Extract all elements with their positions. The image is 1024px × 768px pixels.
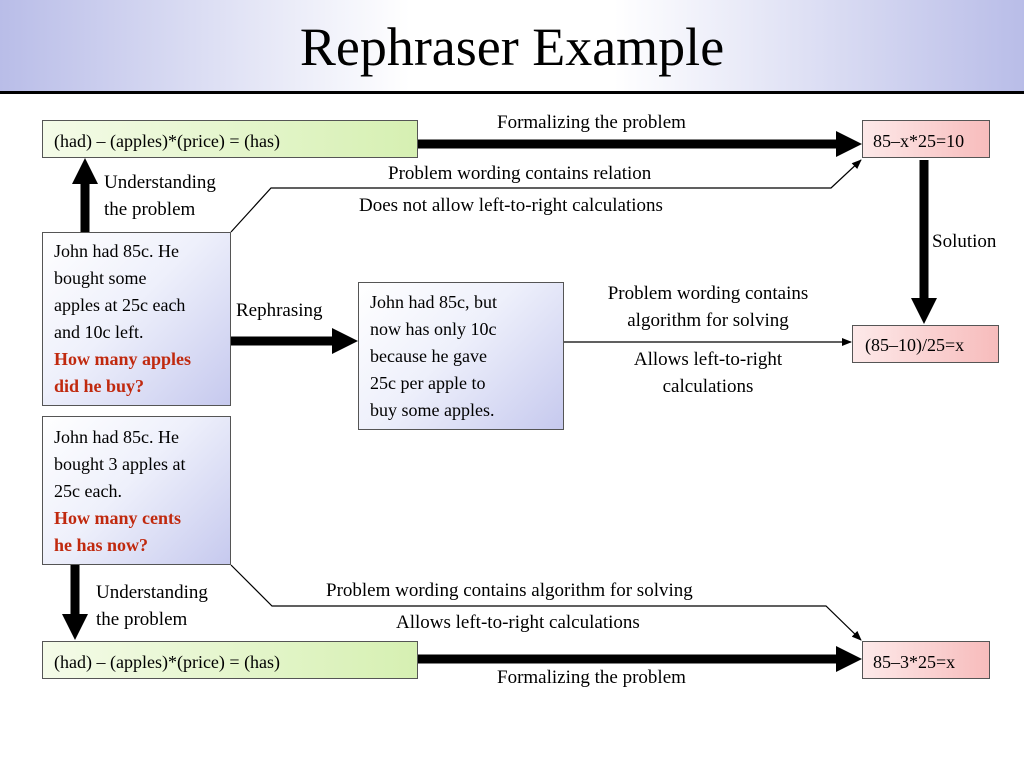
problem-1-question: did he buy? <box>54 376 145 396</box>
problem-box-1: John had 85c. He bought some apples at 2… <box>42 232 231 406</box>
label-contains-algorithm-line: algorithm for solving <box>627 310 789 331</box>
arrow-understanding-top <box>72 158 98 232</box>
problem-1-line: and 10c left. <box>54 322 144 342</box>
solution-equation-text: (85–10)/25=x <box>865 335 965 355</box>
problem-1-line: John had 85c. He <box>54 241 179 261</box>
problem-2-line: 25c each. <box>54 481 122 501</box>
arrow-formalizing-bottom <box>418 646 862 672</box>
label-solution: Solution <box>932 231 997 252</box>
rephrased-line: because he gave <box>370 346 487 366</box>
rephrased-box: John had 85c, but now has only 10c becau… <box>358 282 564 430</box>
formula-text-top: (had) – (apples)*(price) = (has) <box>54 131 281 151</box>
formula-box-bottom: (had) – (apples)*(price) = (has) <box>42 641 418 679</box>
problem-1-line: apples at 25c each <box>54 295 186 315</box>
label-understanding-top-line: Understanding <box>104 172 216 193</box>
slide-title: Rephraser Example <box>299 17 725 77</box>
label-allows-left-to-right: Allows left-to-right calculations <box>599 346 817 400</box>
path-contains-relation <box>230 159 862 233</box>
formula-text-bottom: (had) – (apples)*(price) = (has) <box>54 652 281 672</box>
arrow-solution <box>911 160 937 324</box>
rephrased-line: John had 85c, but <box>370 292 497 312</box>
equation-box-bottom: 85–3*25=x <box>862 641 990 679</box>
formula-box-top: (had) – (apples)*(price) = (has) <box>42 120 418 158</box>
label-formalizing-bottom: Formalizing the problem <box>497 667 686 688</box>
problem-2-line: bought 3 apples at <box>54 454 186 474</box>
label-formalizing-top: Formalizing the problem <box>497 112 686 133</box>
label-allows-left-to-right-line: Allows left-to-right <box>633 349 783 370</box>
arrow-formalizing-top <box>418 131 862 157</box>
problem-1-line: bought some <box>54 268 147 288</box>
label-contains-algorithm-line: Problem wording contains <box>607 283 809 304</box>
title-banner <box>0 0 1024 92</box>
label-no-left-to-right: Does not allow left-to-right calculation… <box>359 195 663 216</box>
label-understanding-bottom: Understanding the problem <box>96 579 208 633</box>
problem-2-question: How many cents <box>54 508 181 528</box>
rephrased-line: 25c per apple to <box>370 373 486 393</box>
problem-box-2: John had 85c. He bought 3 apples at 25c … <box>42 416 231 565</box>
label-allows-left-to-right-line: calculations <box>662 376 754 397</box>
label-understanding-top: Understanding the problem <box>104 169 216 223</box>
label-understanding-bottom-line: Understanding <box>96 582 208 603</box>
label-understanding-bottom-line: the problem <box>96 609 188 630</box>
equation-box-top: 85–x*25=10 <box>862 120 990 158</box>
problem-2-question: he has now? <box>54 535 149 555</box>
arrow-understanding-bottom <box>62 565 88 640</box>
title-divider <box>0 91 1024 94</box>
problem-1-question: How many apples <box>54 349 192 369</box>
rephrased-line: now has only 10c <box>370 319 497 339</box>
rephrased-line: buy some apples. <box>370 400 495 420</box>
label-rephrasing: Rephrasing <box>236 300 323 321</box>
path-contains-algorithm-bottom <box>230 564 862 641</box>
label-contains-relation: Problem wording contains relation <box>388 163 652 184</box>
label-contains-algorithm: Problem wording contains algorithm for s… <box>579 280 837 334</box>
label-understanding-top-line: the problem <box>104 199 196 220</box>
solution-equation-box: (85–10)/25=x <box>852 325 999 363</box>
label-contains-algorithm-bottom: Problem wording contains algorithm for s… <box>326 580 693 601</box>
equation-text-top: 85–x*25=10 <box>873 131 965 151</box>
label-allows-left-to-right-bottom: Allows left-to-right calculations <box>396 612 640 633</box>
arrow-rephrasing <box>231 328 358 354</box>
problem-2-line: John had 85c. He <box>54 427 179 447</box>
equation-text-bottom: 85–3*25=x <box>873 652 956 672</box>
